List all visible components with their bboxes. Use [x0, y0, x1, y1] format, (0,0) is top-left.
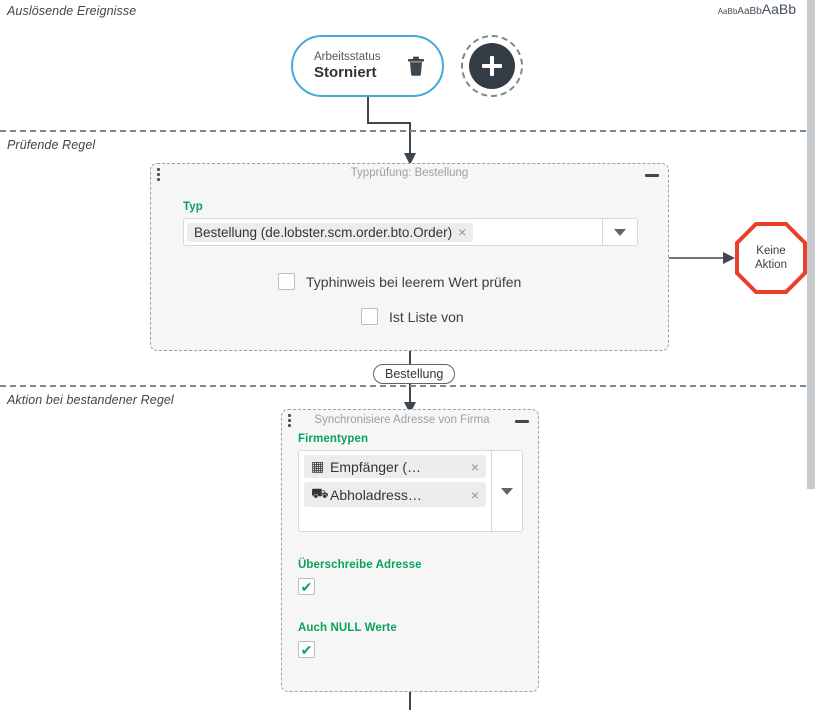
checkbox-auch-null-werte[interactable]: ✔ — [298, 641, 315, 658]
minimize-button[interactable] — [515, 420, 529, 423]
no-action-line1: Keine — [756, 244, 786, 257]
checkbox-label-typhinweis: Typhinweis bei leerem Wert prüfen — [306, 273, 522, 290]
font-size-large[interactable]: AaBb — [761, 1, 796, 17]
company-type-tag-label: Empfänger (… — [330, 458, 422, 475]
check-icon: ✔ — [300, 578, 313, 595]
company-type-tag[interactable]: ▦ Empfänger (… × — [304, 455, 486, 478]
drag-handle-icon[interactable] — [288, 414, 291, 427]
field-label-ueberschreibe-adresse: Überschreibe Adresse — [298, 559, 422, 571]
action-panel-header: Synchronisiere Adresse von Firma — [282, 410, 538, 433]
add-event-button[interactable] — [461, 35, 523, 97]
field-label-typ: Typ — [183, 201, 203, 213]
rule-panel-title: Typprüfung: Bestellung — [350, 167, 469, 179]
plus-icon — [469, 43, 515, 89]
company-types-tags[interactable]: ▦ Empfänger (… × ⛟ Abholadress… × — [299, 451, 491, 531]
chevron-down-icon[interactable] — [602, 219, 637, 245]
remove-tag-icon[interactable]: × — [458, 224, 467, 240]
checkbox-label-ist-liste-von: Ist Liste von — [389, 308, 464, 325]
action-panel-sync-address[interactable]: Synchronisiere Adresse von Firma Firment… — [281, 409, 539, 692]
remove-tag-icon[interactable]: × — [470, 486, 479, 503]
company-type-tag[interactable]: ⛟ Abholadress… × — [304, 482, 486, 507]
connector-rule-to-no-action — [669, 252, 735, 264]
no-action-node[interactable]: Keine Aktion — [735, 222, 807, 294]
type-tag-label: Bestellung (de.lobster.scm.order.bto.Ord… — [194, 224, 453, 240]
font-size-sample[interactable]: AaBb AaBb AaBb — [718, 2, 796, 17]
company-type-tag-label: Abholadress… — [330, 486, 422, 503]
connector-pill-to-action — [404, 384, 416, 414]
lane-divider-2 — [0, 385, 816, 387]
rule-panel-header: Typprüfung: Bestellung — [151, 164, 668, 187]
trigger-event-node[interactable]: Arbeitsstatus Storniert — [291, 35, 444, 97]
lane-label-action-on-pass: Aktion bei bestandener Regel — [7, 393, 174, 407]
forklift-icon: ⛟ — [311, 485, 329, 501]
field-label-firmentypen: Firmentypen — [298, 433, 369, 445]
trigger-event-title: Storniert — [314, 63, 377, 81]
connector-rule-to-pill — [409, 351, 411, 364]
vertical-scrollbar-track[interactable] — [807, 0, 816, 710]
field-label-auch-null-werte: Auch NULL Werte — [298, 622, 397, 634]
connector-pill-bestellung: Bestellung — [373, 364, 456, 384]
checkbox-row-ist-liste-von[interactable]: Ist Liste von — [183, 308, 636, 325]
lane-label-trigger-events: Auslösende Ereignisse — [7, 4, 137, 18]
type-select-tags[interactable]: Bestellung (de.lobster.scm.order.bto.Ord… — [184, 219, 602, 245]
font-size-small[interactable]: AaBb — [717, 7, 738, 16]
font-size-medium[interactable]: AaBb — [737, 6, 762, 17]
check-icon: ✔ — [300, 641, 313, 658]
chevron-down-icon[interactable] — [491, 451, 522, 531]
connector-trigger-to-rule — [367, 97, 416, 165]
checkbox-ueberschreibe-adresse[interactable]: ✔ — [298, 578, 315, 595]
checkbox-ist-liste-von[interactable] — [361, 308, 378, 325]
type-tag[interactable]: Bestellung (de.lobster.scm.order.bto.Ord… — [187, 222, 474, 242]
no-action-label: Keine Aktion — [735, 222, 807, 294]
trigger-event-subtitle: Arbeitsstatus — [314, 50, 381, 63]
action-panel-body: Firmentypen ▦ Empfänger (… × ⛟ Abholadre… — [282, 433, 538, 658]
remove-tag-icon[interactable]: × — [470, 458, 479, 475]
rule-panel-body: Typ Bestellung (de.lobster.scm.order.bto… — [151, 187, 668, 325]
rule-panel-type-check[interactable]: Typprüfung: Bestellung Typ Bestellung (d… — [150, 163, 669, 351]
trigger-event-texts: Arbeitsstatus Storniert — [314, 51, 380, 82]
no-action-line2: Aktion — [755, 259, 787, 271]
checkbox-row-typhinweis[interactable]: Typhinweis bei leerem Wert prüfen — [183, 273, 636, 290]
action-panel-title: Synchronisiere Adresse von Firma — [314, 414, 490, 426]
minimize-button[interactable] — [645, 174, 659, 177]
trash-icon[interactable] — [407, 56, 425, 76]
vertical-scrollbar-thumb[interactable] — [807, 0, 815, 489]
checkbox-typhinweis[interactable] — [278, 273, 295, 290]
lane-label-checking-rule: Prüfende Regel — [7, 138, 96, 152]
drag-handle-icon[interactable] — [157, 168, 160, 181]
building-icon: ▦ — [311, 458, 325, 474]
lane-divider-1 — [0, 130, 816, 132]
company-types-select[interactable]: ▦ Empfänger (… × ⛟ Abholadress… × — [298, 450, 523, 532]
connector-action-downstream — [409, 692, 411, 710]
type-select[interactable]: Bestellung (de.lobster.scm.order.bto.Ord… — [183, 218, 638, 246]
